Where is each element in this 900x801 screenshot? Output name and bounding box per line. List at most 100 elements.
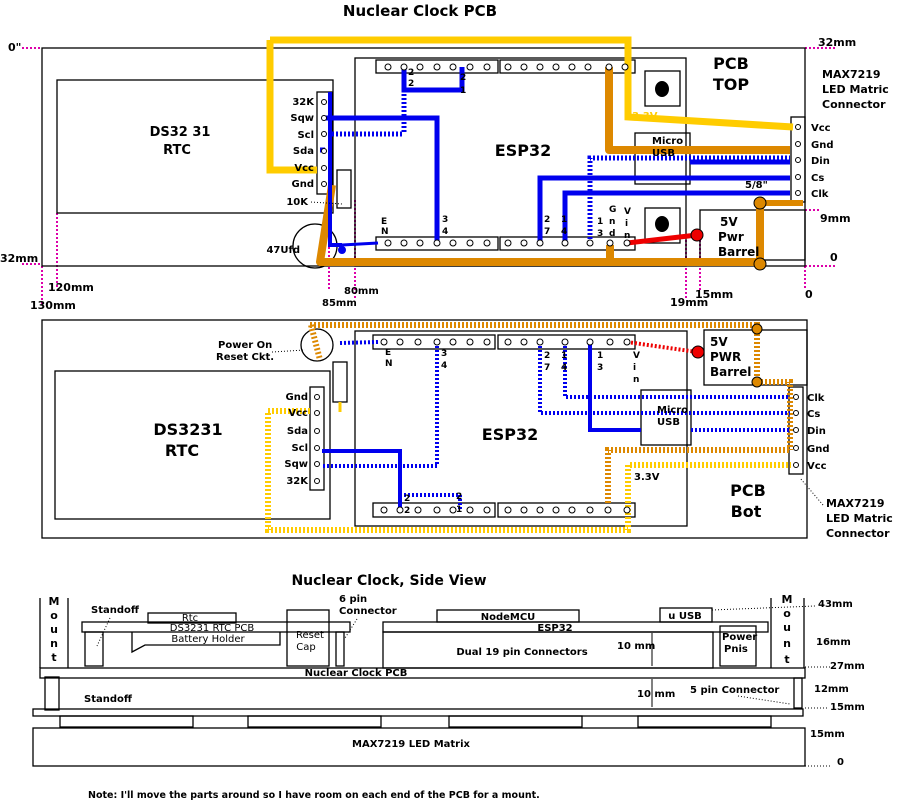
side-matrix-chip-1 — [59, 715, 194, 728]
svg-text:32mm: 32mm — [0, 252, 38, 265]
svg-text:27mm: 27mm — [830, 661, 865, 672]
svg-text:Scl: Scl — [291, 443, 308, 454]
trace-en — [341, 241, 379, 247]
trace-gnd-bot-max — [757, 379, 793, 450]
max-label-top-1: MAX7219 — [822, 68, 881, 81]
svg-text:i: i — [633, 363, 636, 373]
top-dimension-labels: 0" 32mm 9mm 0 32mm 120mm 130mm 80mm 85mm… — [0, 36, 856, 312]
svg-text:1: 1 — [456, 505, 462, 515]
esp-pins-bot — [380, 338, 631, 514]
svg-text:Clk: Clk — [807, 393, 825, 404]
svg-text:4: 4 — [442, 227, 448, 237]
pcb-bot-label-2: Bot — [731, 502, 762, 521]
svg-text:d: d — [609, 229, 615, 239]
usb-label-bot-1: Micro — [657, 405, 688, 416]
svg-text:0: 0 — [830, 251, 838, 264]
svg-text:M: M — [49, 595, 60, 608]
svg-text:32K: 32K — [292, 97, 315, 108]
svg-text:2: 2 — [404, 494, 410, 504]
power-on-label-1: Power On — [218, 340, 272, 351]
svg-text:Sda: Sda — [287, 426, 308, 437]
svg-text:n: n — [624, 231, 630, 241]
max-label-bot-1: MAX7219 — [826, 497, 885, 510]
side-dual-label: Dual 19 pin Connectors — [456, 647, 587, 658]
svg-text:Vcc: Vcc — [807, 461, 827, 472]
max-pin-labels-top: Vcc Gnd Din Cs Clk — [811, 123, 834, 200]
boot-button-cap — [655, 81, 669, 97]
six-pin-leader — [344, 618, 358, 639]
dim-43-leader — [711, 605, 816, 611]
side-led-matrix — [32, 727, 806, 767]
rtc-header-pins-top — [321, 99, 327, 187]
svg-text:n: n — [633, 375, 639, 385]
rtc-label-bot-1: DS3231 — [153, 420, 222, 439]
svg-text:15mm: 15mm — [830, 702, 865, 713]
resistor-10k — [336, 169, 352, 209]
svg-text:u: u — [783, 621, 791, 634]
svg-text:t: t — [51, 651, 56, 664]
ten-mm-b-label: 10 mm — [637, 689, 675, 700]
svg-text:120mm: 120mm — [48, 281, 94, 294]
svg-text:2: 2 — [404, 506, 410, 516]
gnd-node-bot-1 — [751, 323, 763, 335]
vin-node — [690, 228, 704, 242]
standoff-top-leader — [96, 617, 111, 647]
svg-text:15mm: 15mm — [695, 288, 733, 301]
gnd-node-bot-2 — [751, 376, 763, 388]
esp-bot-header-tr — [497, 334, 636, 350]
side-reset-cap-2: Cap — [296, 642, 315, 653]
side-dimension-labels: 43mm 16mm 27mm 12mm 15mm 15mm 0 — [810, 599, 865, 768]
side-standoff-bottom — [44, 676, 60, 711]
side-rtc — [147, 612, 237, 624]
usb-label-bot-2: USB — [657, 417, 680, 428]
svg-text:Vcc: Vcc — [294, 163, 314, 174]
svg-text:Din: Din — [811, 156, 830, 167]
side-standoff-top-label: Standoff — [91, 605, 140, 616]
rtc-label-top-1: DS32 31 — [150, 125, 211, 140]
size-58-label: 5/8" — [745, 180, 768, 191]
trace-scl-bot — [322, 449, 402, 510]
trace-sqw-bot — [322, 342, 439, 468]
trace-clk-14 — [562, 190, 790, 243]
en-button — [644, 207, 681, 244]
svg-text:32mm: 32mm — [818, 36, 856, 49]
side-power-label-1: Power — [722, 632, 757, 643]
side-nodemcu-label: NodeMCU — [481, 612, 536, 623]
svg-text:Cs: Cs — [807, 409, 820, 420]
trace-3v3-top — [266, 36, 794, 174]
svg-text:80mm: 80mm — [344, 286, 379, 297]
power-on-label-2: Reset Ckt. — [216, 352, 274, 363]
esp-bottom-pin-labels-top: E N 3 4 2 7 1 4 1 3 G n d V i n — [381, 205, 631, 241]
svg-text:o: o — [783, 607, 791, 620]
pwr-label-top-3: Barrel — [718, 245, 759, 259]
side-battery-label: Battery Holder — [171, 634, 245, 645]
trace-32k — [328, 92, 342, 247]
gnd-node-1 — [753, 196, 767, 210]
svg-text:V: V — [633, 351, 640, 361]
svg-text:43mm: 43mm — [818, 599, 853, 610]
svg-text:n: n — [609, 217, 615, 227]
svg-text:Clk: Clk — [811, 189, 829, 200]
svg-text:4: 4 — [441, 361, 447, 371]
side-5pin — [793, 677, 803, 709]
pwr-label-top-1: 5V — [720, 215, 738, 229]
ten-mm-a-label: 10 mm — [617, 641, 655, 652]
max-header-pins-bot — [793, 394, 799, 468]
esp-top-pin-labels: 2 2 2 1 — [408, 68, 466, 96]
trace-clk-bot — [563, 342, 790, 399]
svg-text:9mm: 9mm — [820, 212, 851, 225]
svg-text:12mm: 12mm — [814, 684, 849, 695]
svg-text:2: 2 — [408, 68, 414, 78]
usb-label-top-2: USB — [652, 148, 675, 159]
side-standoff-bottom-label: Standoff — [84, 694, 133, 705]
svg-text:3: 3 — [597, 229, 603, 239]
trace-gnd-bot — [308, 320, 791, 503]
svg-text:2: 2 — [544, 351, 550, 361]
svg-text:2: 2 — [544, 215, 550, 225]
svg-text:16mm: 16mm — [816, 637, 851, 648]
svg-text:0: 0 — [805, 288, 813, 301]
svg-text:Sqw: Sqw — [284, 459, 308, 470]
trace-din-13-dotted — [587, 155, 790, 243]
side-rtc-label: Rtc — [182, 613, 198, 624]
max-label-top-2: LED Matric — [822, 83, 889, 96]
